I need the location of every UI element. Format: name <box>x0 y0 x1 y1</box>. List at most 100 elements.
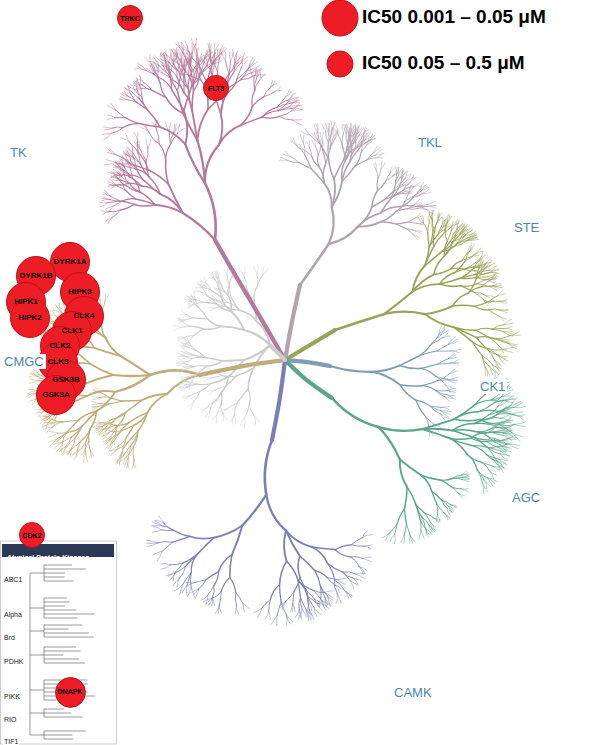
kinase-branch <box>362 136 365 143</box>
kinase-branch <box>318 155 320 167</box>
kinase-branch <box>166 161 169 184</box>
kinase-branch <box>131 84 135 90</box>
kinase-branch <box>429 525 434 531</box>
kinase-branch <box>46 422 49 430</box>
kinase-branch <box>448 369 455 375</box>
kinase-branch <box>474 415 489 424</box>
kinase-branch <box>498 413 512 414</box>
kinase-branch <box>444 513 449 519</box>
kinase-branch <box>128 96 136 102</box>
kinase-branch <box>113 179 121 180</box>
kinase-branch <box>116 110 125 118</box>
kinase-branch <box>432 491 437 504</box>
kinase-branch <box>130 143 139 154</box>
kinase-branch <box>236 605 238 614</box>
kinase-branch <box>157 130 159 144</box>
kinase-branch <box>314 133 318 140</box>
kinase-branch <box>504 328 512 329</box>
kinase-branch <box>493 283 501 285</box>
kinase-branch <box>183 213 215 240</box>
kinase-branch <box>125 118 139 124</box>
kinase-branch <box>158 71 161 83</box>
kinase-branch <box>190 536 214 538</box>
kinase-branch <box>110 200 121 202</box>
kinase-branch <box>347 129 350 136</box>
kinase-branch <box>116 166 124 168</box>
kinase-branch <box>105 295 108 300</box>
kinase-branch <box>335 545 351 550</box>
kinase-branch <box>421 475 432 491</box>
kinase-branch <box>440 480 452 487</box>
kinase-branch <box>129 412 148 422</box>
kinase-branch <box>169 75 178 91</box>
kinase-branch <box>114 174 119 179</box>
kinase-branch <box>416 400 425 415</box>
kinase-branch <box>422 216 424 224</box>
kinase-branch <box>479 260 481 268</box>
kinase-branch <box>50 432 58 434</box>
kinase-branch <box>57 443 63 451</box>
kinase-branch <box>414 235 420 239</box>
kinase-branch <box>105 128 113 130</box>
kinase-branch <box>474 423 490 425</box>
kinase-branch <box>66 448 74 453</box>
kinase-branch <box>447 508 450 515</box>
kinase-branch <box>422 364 438 368</box>
kinase-branch <box>298 148 304 150</box>
kinase-branch <box>283 154 290 157</box>
kinase-branch <box>448 357 457 358</box>
kinase-branch <box>49 433 57 437</box>
kinase-branch <box>403 182 410 190</box>
kinase-branch <box>501 451 511 452</box>
kinase-branch <box>136 79 142 85</box>
kinase-branch <box>499 356 508 361</box>
kinase-branch <box>396 167 398 175</box>
kinase-branch <box>450 362 459 364</box>
kinase-branch <box>300 597 302 609</box>
kinase-branch <box>418 207 425 209</box>
kinase-branch <box>400 459 421 475</box>
kinase-branch <box>106 206 113 208</box>
kinase-branch <box>447 216 452 223</box>
kinase-branch <box>414 185 422 187</box>
kinase-branch <box>514 424 525 426</box>
kinase-branch <box>255 69 256 78</box>
kinase-branch <box>332 181 342 207</box>
kinase-branch <box>491 276 498 280</box>
kinase-branch <box>257 70 261 79</box>
kinase-branch <box>361 146 367 154</box>
kinase-branch <box>33 371 40 375</box>
kinase-branch <box>300 244 329 285</box>
kinase-branch <box>453 478 463 479</box>
kinase-branch <box>219 50 222 59</box>
kinase-branch <box>374 164 376 170</box>
kinase-branch <box>452 235 460 243</box>
kinase-branch <box>400 535 404 543</box>
kinase-branch <box>179 59 182 67</box>
kinase-branch <box>385 292 413 314</box>
kinase-branch <box>305 128 311 135</box>
kinase-branch <box>322 124 326 132</box>
kinase-branch <box>513 414 523 417</box>
kinase-branch <box>192 111 197 140</box>
kinase-branch <box>119 179 128 184</box>
kinase-branch <box>482 280 491 287</box>
kinase-branch <box>460 277 476 278</box>
kinase-branch <box>84 454 86 463</box>
kinase-branch <box>504 425 513 428</box>
kinase-branch <box>437 344 449 351</box>
kinase-branch <box>235 605 236 614</box>
kinase-branch <box>355 160 367 166</box>
kinase-branch <box>509 335 520 337</box>
kinase-branch <box>120 204 134 210</box>
kinase-branch <box>219 555 232 572</box>
kinase-branch <box>493 285 501 286</box>
kinase-branch <box>488 272 498 273</box>
kinase-branch <box>355 141 362 149</box>
kinase-branch <box>448 390 457 392</box>
kinase-branch <box>58 305 65 311</box>
kinase-branch <box>467 235 475 241</box>
kinase-branch <box>448 355 456 359</box>
kinase-branch <box>117 184 127 186</box>
kinase-branch <box>121 356 150 375</box>
